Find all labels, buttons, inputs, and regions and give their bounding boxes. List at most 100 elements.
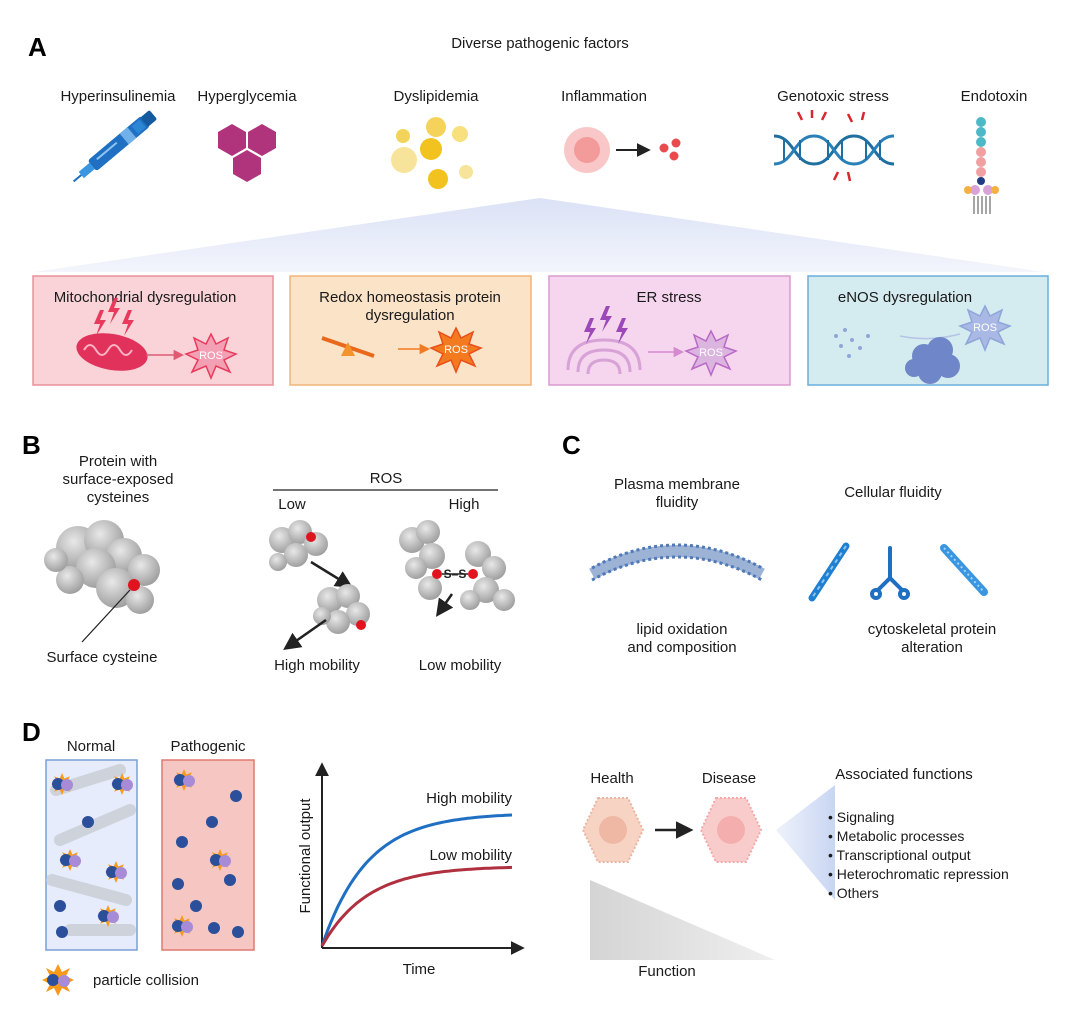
mitochondrion-icon <box>76 333 148 371</box>
plasma-membrane-label-1: Plasma membrane <box>614 476 740 493</box>
pathogenic-label: Pathogenic <box>170 738 246 755</box>
disulfide-label: S–S <box>444 567 467 581</box>
healthy-cell-icon <box>581 797 645 863</box>
functional-output-chart: Functional output Time High mobility Low… <box>297 762 525 978</box>
mechanism-label-er-stress: ER stress <box>636 289 701 306</box>
particle <box>230 790 242 802</box>
no-dots-icon <box>834 328 870 358</box>
arrow-protein-move <box>283 618 327 651</box>
particle <box>107 911 119 923</box>
protein-low-ros-2 <box>313 584 370 634</box>
cysteine-marker <box>128 579 140 591</box>
ros-burst-icon <box>958 304 1012 352</box>
particle <box>54 900 66 912</box>
cytoskeletal-label-2: alteration <box>901 639 963 656</box>
ros-label-4: ROS <box>973 322 997 334</box>
ros-burst-icon <box>429 326 483 374</box>
normal-label: Normal <box>67 738 115 755</box>
ros-burst-icon <box>184 332 238 380</box>
assoc-function-item: • Others <box>828 885 879 901</box>
particle <box>190 900 202 912</box>
cysteine-marker <box>306 532 316 542</box>
panel-b-letter: B <box>22 430 41 460</box>
arrow-protein-move <box>310 560 353 588</box>
series-line-high-mobility <box>320 813 513 947</box>
lipid-bilayer-icon <box>589 543 765 582</box>
particle <box>60 854 72 866</box>
lightning-icon <box>584 306 628 344</box>
particle <box>176 836 188 848</box>
arrow-enos-ros <box>899 333 961 340</box>
microtubule-icon <box>940 544 988 596</box>
particle-collision-label: particle collision <box>93 972 199 989</box>
lipid-oxidation-label-2: and composition <box>627 639 736 656</box>
particle <box>183 775 195 787</box>
mechanism-label-mitochondrial: Mitochondrial dysregulation <box>54 289 237 306</box>
actin-filament-icon <box>808 542 850 602</box>
ros-header: ROS <box>370 470 403 487</box>
particle <box>181 921 193 933</box>
diseased-cell-icon <box>699 797 763 863</box>
factor-label-inflammation: Inflammation <box>561 88 647 105</box>
particle <box>232 926 244 938</box>
panel-c-letter: C <box>562 430 581 460</box>
surface-cysteine-label: Surface cysteine <box>47 649 158 666</box>
particle <box>206 816 218 828</box>
mechanism-label-redox-1: Redox homeostasis protein <box>319 289 501 306</box>
enos-protein-icon <box>905 337 960 384</box>
assoc-functions-fan <box>776 785 835 900</box>
factor-label-endotoxin: Endotoxin <box>961 88 1028 105</box>
factor-label-hyperglycemia: Hyperglycemia <box>197 88 297 105</box>
mechanism-box-er-stress-border <box>548 275 791 386</box>
mechanism-label-redox-2: dysregulation <box>365 307 454 324</box>
mechanism-box-mitochondrial-border <box>32 275 274 386</box>
insulin-pen-icon <box>72 110 157 183</box>
mechanism-box-redox <box>290 276 531 385</box>
seesaw-icon <box>321 336 375 358</box>
ros-burst-icon <box>684 329 738 377</box>
particle <box>172 920 184 932</box>
protein-label-1: Protein with <box>79 453 157 470</box>
damaged-dna-icon <box>773 110 895 182</box>
arrow-protein-move <box>435 593 454 617</box>
particle <box>115 867 127 879</box>
mechanism-label-enos: eNOS dysregulation <box>838 289 972 306</box>
function-label: Function <box>638 963 696 980</box>
cysteine-marker <box>356 620 366 630</box>
particle <box>112 778 124 790</box>
ros-label-1: ROS <box>199 350 223 362</box>
cysteine-pointer <box>81 589 131 643</box>
series-label-high-mobility: High mobility <box>426 790 512 807</box>
series-line-low-mobility <box>320 865 513 947</box>
x-axis-label: Time <box>403 961 436 978</box>
function-decline-triangle <box>590 880 775 960</box>
mechanism-box-enos-border <box>807 275 1049 386</box>
particle <box>69 855 81 867</box>
low-mobility-label: Low mobility <box>419 657 502 674</box>
ros-label-2: ROS <box>444 344 468 356</box>
assoc-function-item: • Heterochromatic repression <box>828 866 1009 882</box>
particle <box>174 774 186 786</box>
y-axis-label: Functional output <box>297 798 314 914</box>
particle <box>82 816 94 828</box>
lipid-droplets-icon <box>391 117 473 189</box>
er-icon <box>566 338 642 375</box>
disease-label: Disease <box>702 770 756 787</box>
protein-low-ros-1 <box>269 520 328 571</box>
assoc-functions-title: Associated functions <box>835 766 973 783</box>
particle <box>98 910 110 922</box>
ros-high-label: High <box>449 496 480 513</box>
cysteine-marker <box>468 569 478 579</box>
cysteine-marker <box>432 569 442 579</box>
inflammatory-cell-icon <box>564 127 681 173</box>
particle <box>210 854 222 866</box>
panel-a-letter: A <box>28 32 47 62</box>
pathogenic-particles <box>171 769 244 938</box>
particle <box>208 922 220 934</box>
protein-surface-icon <box>44 520 160 614</box>
spectrin-icon <box>870 546 910 600</box>
protein-label-3: cysteines <box>87 489 150 506</box>
lipopolysaccharide-icon <box>964 117 999 214</box>
protein-label-2: surface-exposed <box>63 471 174 488</box>
